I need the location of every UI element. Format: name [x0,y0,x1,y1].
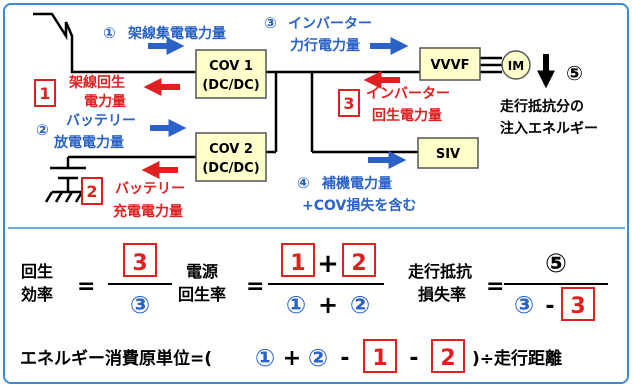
cov1-sublabel: (DC/DC) [202,78,259,93]
energy-unit-b2: 2 [440,346,455,371]
vvvf-label: VVVF [430,58,469,73]
siv-box: SIV [417,137,479,169]
src-regen-label-2: 回生率 [178,285,226,304]
regen3-box [338,89,360,117]
src-regen-equals: = [246,274,264,299]
formula-running-loss: 走行抵抗 損失率 = ⑤ ③ - 3 [407,249,608,321]
regen2-number: 2 [86,182,97,201]
cov2-label: COV 2 [209,142,253,157]
flow4-label-2: +COV損失を含む [302,197,416,214]
run-loss-equals: = [486,274,504,299]
energy-unit-tail: )÷走行距離 [472,348,562,369]
regen1-label: 架線回生 [68,74,125,91]
vvvf-box: VVVF [419,47,481,81]
energy-unit-op2: - [340,346,349,371]
regen2-label-2: 充電電力量 [113,203,183,220]
formula-energy-unit: エネルギー消費原単位=( ① + ② - 1 - 2 )÷走行距離 [20,339,562,373]
flow2-number: ② [36,121,49,139]
pantograph-icon [33,12,196,74]
regen-eff-numerator: 3 [132,251,147,276]
cov2-sublabel: (DC/DC) [202,161,259,176]
regen3-label: インバーター [366,86,450,102]
siv-label: SIV [436,147,460,162]
regen-eff-label-2: 効率 [21,285,53,304]
regen-eff-label: 回生 [21,262,53,281]
src-regen-den-b: ② [350,291,370,319]
im-label: IM [508,59,524,73]
regen1-number: 1 [39,84,50,103]
regen1-box [34,79,56,107]
formula-regen-efficiency: 回生 効率 = 3 ③ [21,243,172,319]
flow3-number: ③ [264,14,277,32]
src-regen-num-a: 1 [290,251,305,276]
battery-icon [44,157,86,203]
im-motor: IM [501,50,531,80]
energy-unit-c1: ① [255,344,275,372]
flow4-label: 補機電力量 [321,175,392,192]
regen1-label-2: 電力量 [84,93,126,110]
regen2-box [81,177,103,205]
regen2-label: バッテリー [115,181,185,197]
src-regen-plus-2: + [318,291,338,319]
run-loss-minus: - [545,294,554,319]
run-loss-den-a: ③ [514,291,534,319]
run-loss-den-b-box [561,287,595,321]
src-regen-den-a: ① [286,291,306,319]
cov2-box: COV 2 (DC/DC) [195,132,267,182]
energy-unit-label: エネルギー消費原単位=( [20,348,212,369]
flow5-label-2: 注入エネルギー [500,120,598,137]
run-loss-label-2: 損失率 [418,285,466,304]
regen-eff-equals: = [77,274,95,299]
flow4-number: ④ [297,174,310,192]
energy-unit-c2: ② [308,344,328,372]
src-regen-num-a-box [281,243,315,277]
run-loss-den-b: 3 [570,294,585,319]
regen-eff-denominator: ③ [130,291,150,319]
src-regen-label: 電源 [186,262,218,281]
flow2-label-2: 放電電力量 [53,134,124,151]
flow2-label: バッテリー [66,113,136,129]
src-regen-num-b-box [342,243,376,277]
energy-unit-op3: - [409,346,418,371]
regen3-number: 3 [343,94,354,113]
cov1-box: COV 1 (DC/DC) [195,49,267,99]
energy-unit-b1-box [363,339,397,373]
flow3-label: インバーター [288,16,372,32]
flow5-number: ⑤ [566,61,583,85]
flow1-label: 架線集電電力量 [127,25,226,42]
flow5-label: 走行抵抗分の [500,98,584,115]
run-loss-numerator: ⑤ [545,249,567,279]
energy-unit-op1: + [283,346,301,371]
cov1-label: COV 1 [209,59,253,74]
regen3-label-2: 回生電力量 [372,107,442,124]
src-regen-num-b: 2 [351,251,366,276]
energy-unit-b2-box [431,339,465,373]
regen-eff-num-box [123,243,157,277]
flow3-label-2: 力行電力量 [290,37,360,54]
flow1-number: ① [103,24,116,42]
run-loss-label: 走行抵抗 [407,262,472,281]
energy-unit-b1: 1 [372,346,387,371]
formula-source-regen: 電源 回生率 = 1 + 2 ① + ② [178,243,384,319]
src-regen-plus-1: + [317,249,339,279]
